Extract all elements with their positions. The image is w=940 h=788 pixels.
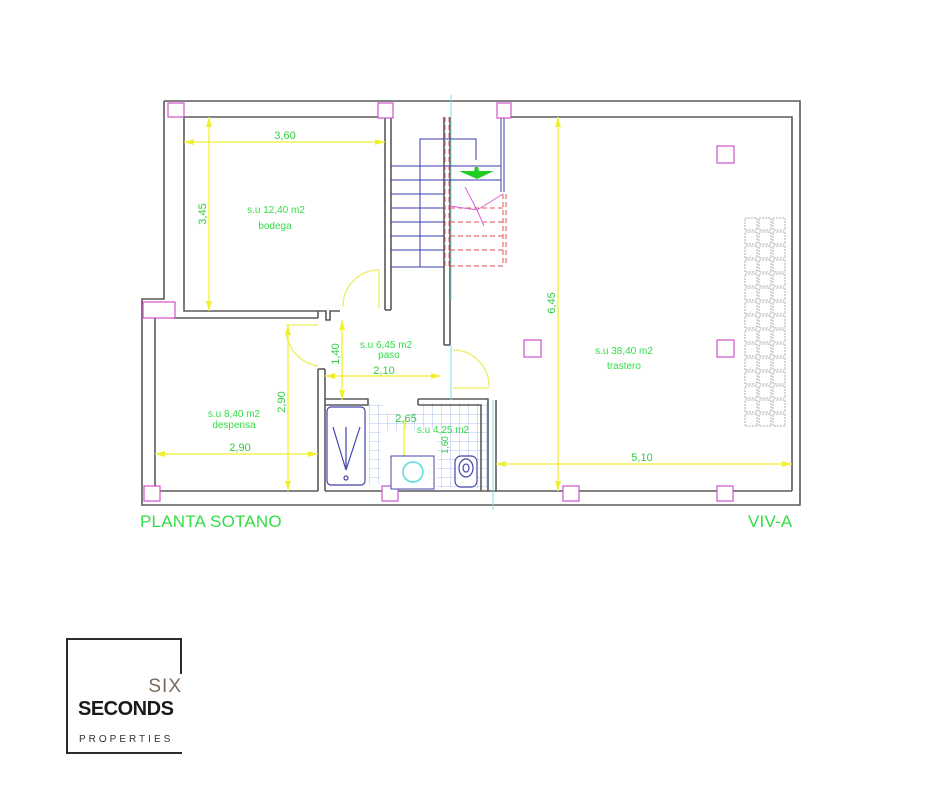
svg-text:6,45: 6,45 <box>546 292 558 313</box>
logo-text-six: SIX <box>148 676 182 697</box>
plan-title: PLANTA SOTANO <box>140 512 282 531</box>
stair-arrow-icon <box>459 167 494 179</box>
room-label-bano: s.u 4,25 m2 2,65 1,60 <box>395 413 469 454</box>
dimension-arrows <box>155 117 792 491</box>
svg-text:2,90: 2,90 <box>229 442 250 454</box>
svg-text:s.u 4,25 m2: s.u 4,25 m2 <box>417 425 470 436</box>
room-label-trastero: s.u 38,40 m2 trastero 6,45 5,10 <box>546 292 653 464</box>
staircase <box>391 117 507 268</box>
bathtub <box>326 406 366 486</box>
svg-text:s.u 12,40 m2: s.u 12,40 m2 <box>247 205 305 216</box>
structural-columns <box>142 102 735 502</box>
walls <box>141 100 801 506</box>
storage-grid <box>744 217 786 427</box>
svg-text:bodega: bodega <box>258 221 292 232</box>
logo-text-seconds: SECONDS <box>78 698 174 720</box>
svg-text:3,45: 3,45 <box>197 203 209 224</box>
svg-text:trastero: trastero <box>607 361 641 372</box>
svg-text:s.u 6,45 m2: s.u 6,45 m2 <box>360 340 413 351</box>
svg-text:1,60: 1,60 <box>440 436 450 454</box>
logo-frame <box>66 752 182 754</box>
logo-text-properties: PROPERTIES <box>79 734 174 745</box>
unit-label: VIV-A <box>748 512 793 531</box>
dimension-lines <box>155 117 792 491</box>
svg-text:1,40: 1,40 <box>330 343 342 364</box>
svg-text:3,60: 3,60 <box>274 130 295 142</box>
svg-text:2,90: 2,90 <box>276 391 288 412</box>
room-label-bodega: s.u 12,40 m2 bodega 3,60 3,45 <box>197 130 305 232</box>
svg-text:2,65: 2,65 <box>395 413 416 425</box>
logo-frame <box>180 638 182 674</box>
company-logo: SIX SECONDS PROPERTIES <box>66 638 182 754</box>
svg-text:s.u 8,40 m2: s.u 8,40 m2 <box>208 409 261 420</box>
washbasin <box>390 455 435 490</box>
doors <box>285 269 490 389</box>
room-label-despensa: s.u 8,40 m2 despensa 2,90 2,90 <box>208 391 288 454</box>
toilet <box>454 455 478 488</box>
svg-text:2,10: 2,10 <box>373 365 394 377</box>
svg-text:paso: paso <box>378 350 400 361</box>
svg-text:5,10: 5,10 <box>631 452 652 464</box>
svg-text:despensa: despensa <box>212 420 256 431</box>
room-label-paso: s.u 6,45 m2 paso 1,40 2,10 <box>330 340 413 377</box>
logo-frame <box>66 638 182 640</box>
svg-text:s.u 38,40 m2: s.u 38,40 m2 <box>595 346 653 357</box>
logo-frame <box>66 638 68 754</box>
